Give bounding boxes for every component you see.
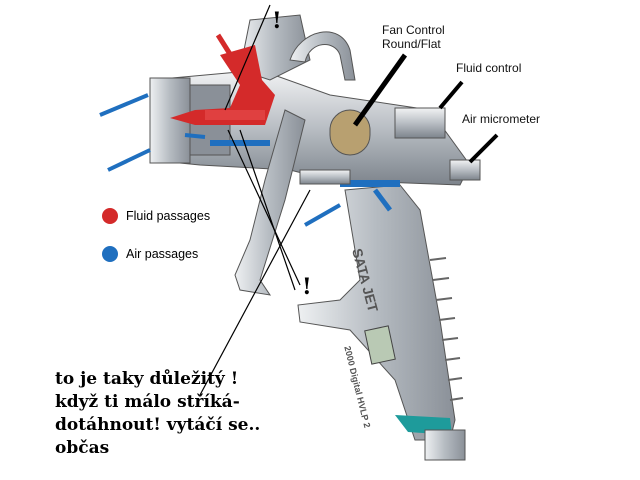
fluid-control-knob — [394, 107, 446, 139]
air-arrows — [99, 93, 341, 227]
legend-air-label: Air passages — [126, 247, 199, 261]
air-passage — [210, 140, 270, 146]
legend-air: Air passages — [102, 246, 198, 262]
legend-fluid: Fluid passages — [102, 208, 210, 224]
digital-display — [364, 325, 396, 365]
callout-arrows — [352, 53, 499, 164]
hanger-hook — [289, 31, 356, 81]
fan-control-label: Fan Control Round/Flat — [382, 23, 445, 51]
annotation-lines — [199, 4, 311, 396]
fan-control-label-line1: Fan Control — [382, 23, 445, 37]
gun-handle — [297, 184, 456, 441]
handwritten-note: to je taky důležitý ! když ti málo stříká… — [55, 368, 260, 460]
note-line: dotáhnout! vytáčí se.. — [55, 415, 261, 435]
red-dot-icon — [102, 208, 118, 224]
fluid-arrow — [215, 33, 243, 72]
handle-grip-ridges — [429, 257, 464, 401]
blue-dot-icon — [102, 246, 118, 262]
exclamation-bottom: ! — [302, 274, 312, 300]
fan-control-gear — [329, 109, 371, 156]
note-line: občas — [55, 438, 110, 458]
air-micrometer-knob — [449, 159, 481, 181]
air-inlet-fitting — [424, 429, 466, 461]
air-micrometer-label: Air micrometer — [462, 112, 541, 126]
exclamation-top: ! — [272, 8, 282, 34]
fluid-passage — [170, 45, 275, 125]
note-line: když ti málo stříká- — [55, 392, 240, 412]
fan-control-label-line2: Round/Flat — [382, 37, 441, 51]
note-line: to je taky důležitý ! — [55, 369, 239, 389]
fluid-control-label: Fluid control — [456, 61, 522, 75]
legend-fluid-label: Fluid passages — [126, 209, 211, 223]
